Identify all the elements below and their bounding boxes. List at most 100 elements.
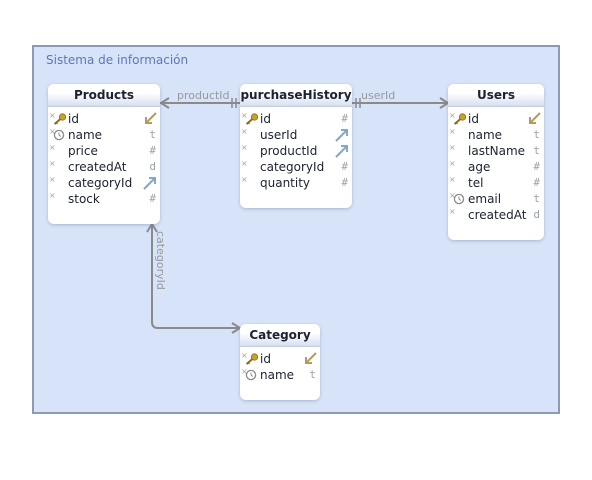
- field-name: lastName: [468, 144, 526, 158]
- table-title-purchaseHistory[interactable]: purchaseHistory: [240, 84, 352, 107]
- field-name: stock: [68, 192, 100, 206]
- bullet-icon: ×: [49, 191, 56, 200]
- bullet-icon: ×: [49, 127, 56, 136]
- field-name: createdAt: [68, 160, 127, 174]
- foreign-key-link-icon: [143, 177, 156, 190]
- key-icon: [245, 353, 259, 365]
- field-type: d: [533, 208, 540, 221]
- field-type: t: [533, 128, 540, 141]
- table-products[interactable]: Products × id × name t × price # × creat…: [48, 84, 160, 224]
- field-type: t: [533, 192, 540, 205]
- field-name: quantity: [260, 176, 311, 190]
- field-row-products-name[interactable]: × name t: [48, 127, 160, 143]
- field-type: #: [341, 176, 348, 189]
- bullet-icon: ×: [241, 127, 248, 136]
- table-title-category[interactable]: Category: [240, 324, 320, 347]
- bullet-icon: ×: [449, 159, 456, 168]
- group-title: Sistema de información: [46, 53, 189, 67]
- field-row-users-age[interactable]: × age #: [448, 159, 544, 175]
- bullet-icon: ×: [449, 143, 456, 152]
- edge-label-userId: userId: [361, 89, 395, 102]
- field-name: categoryId: [260, 160, 325, 174]
- field-type: #: [149, 144, 156, 157]
- field-row-purchaseHistory-categoryId[interactable]: × categoryId #: [240, 159, 352, 175]
- field-name: price: [68, 144, 98, 158]
- field-type: t: [309, 368, 316, 381]
- field-name: tel: [468, 176, 484, 190]
- field-type: #: [341, 160, 348, 173]
- field-name: name: [260, 368, 295, 382]
- field-name: name: [68, 128, 103, 142]
- primary-key-marker-icon: [145, 112, 157, 124]
- field-row-products-createdAt[interactable]: × createdAt d: [48, 159, 160, 175]
- bullet-icon: ×: [49, 159, 56, 168]
- table-purchaseHistory[interactable]: purchaseHistory × id # × userId × produc…: [240, 84, 352, 208]
- foreign-key-link-icon: [335, 145, 348, 158]
- foreign-key-link-icon: [335, 129, 348, 142]
- table-title-users[interactable]: Users: [448, 84, 544, 107]
- bullet-icon: ×: [49, 143, 56, 152]
- field-name: name: [468, 128, 503, 142]
- field-type: t: [533, 144, 540, 157]
- bullet-icon: ×: [241, 143, 248, 152]
- edge-label-productId: productId: [177, 89, 230, 102]
- bullet-icon: ×: [449, 191, 456, 200]
- edge-productId-arrow: [159, 97, 170, 109]
- bullet-icon: ×: [449, 127, 456, 136]
- field-row-category-name[interactable]: × name t: [240, 367, 320, 383]
- field-row-purchaseHistory-quantity[interactable]: × quantity #: [240, 175, 352, 191]
- primary-key-marker-icon: [529, 112, 541, 124]
- field-name: categoryId: [68, 176, 133, 190]
- field-name: id: [68, 112, 79, 126]
- field-row-users-lastName[interactable]: × lastName t: [448, 143, 544, 159]
- field-name: createdAt: [468, 208, 527, 222]
- field-name: email: [468, 192, 502, 206]
- bullet-icon: ×: [241, 351, 248, 360]
- index-icon: [453, 193, 465, 205]
- field-row-users-name[interactable]: × name t: [448, 127, 544, 143]
- bullet-icon: ×: [449, 111, 456, 120]
- bullet-icon: ×: [449, 175, 456, 184]
- bullet-icon: ×: [241, 367, 248, 376]
- field-row-products-id[interactable]: × id: [48, 111, 160, 127]
- key-icon: [245, 113, 259, 125]
- field-name: id: [260, 352, 271, 366]
- edge-label-categoryId: categoryId: [154, 231, 167, 290]
- field-name: id: [260, 112, 271, 126]
- field-row-products-categoryId[interactable]: × categoryId: [48, 175, 160, 191]
- index-icon: [245, 369, 257, 381]
- field-type: t: [149, 128, 156, 141]
- field-name: id: [468, 112, 479, 126]
- field-type: #: [341, 112, 348, 125]
- field-row-purchaseHistory-userId[interactable]: × userId: [240, 127, 352, 143]
- field-row-users-createdAt[interactable]: × createdAt d: [448, 207, 544, 223]
- index-icon: [53, 129, 65, 141]
- edge-userId-tee: [355, 98, 361, 108]
- field-row-category-id[interactable]: × id: [240, 351, 320, 367]
- primary-key-marker-icon: [305, 352, 317, 364]
- field-row-products-stock[interactable]: × stock #: [48, 191, 160, 207]
- bullet-icon: ×: [241, 159, 248, 168]
- field-type: #: [149, 192, 156, 205]
- field-name: productId: [260, 144, 318, 158]
- bullet-icon: ×: [449, 207, 456, 216]
- field-type: d: [149, 160, 156, 173]
- bullet-icon: ×: [49, 175, 56, 184]
- field-type: #: [533, 160, 540, 173]
- field-name: age: [468, 160, 491, 174]
- field-row-purchaseHistory-id[interactable]: × id #: [240, 111, 352, 127]
- field-row-products-price[interactable]: × price #: [48, 143, 160, 159]
- table-users[interactable]: Users × id × name t × lastName t × age #…: [448, 84, 544, 240]
- field-row-users-tel[interactable]: × tel #: [448, 175, 544, 191]
- table-category[interactable]: Category × id × name t: [240, 324, 320, 400]
- table-title-products[interactable]: Products: [48, 84, 160, 107]
- key-icon: [53, 113, 67, 125]
- field-name: userId: [260, 128, 298, 142]
- bullet-icon: ×: [241, 175, 248, 184]
- field-row-users-email[interactable]: × email t: [448, 191, 544, 207]
- bullet-icon: ×: [241, 111, 248, 120]
- bullet-icon: ×: [49, 111, 56, 120]
- field-row-users-id[interactable]: × id: [448, 111, 544, 127]
- field-row-purchaseHistory-productId[interactable]: × productId: [240, 143, 352, 159]
